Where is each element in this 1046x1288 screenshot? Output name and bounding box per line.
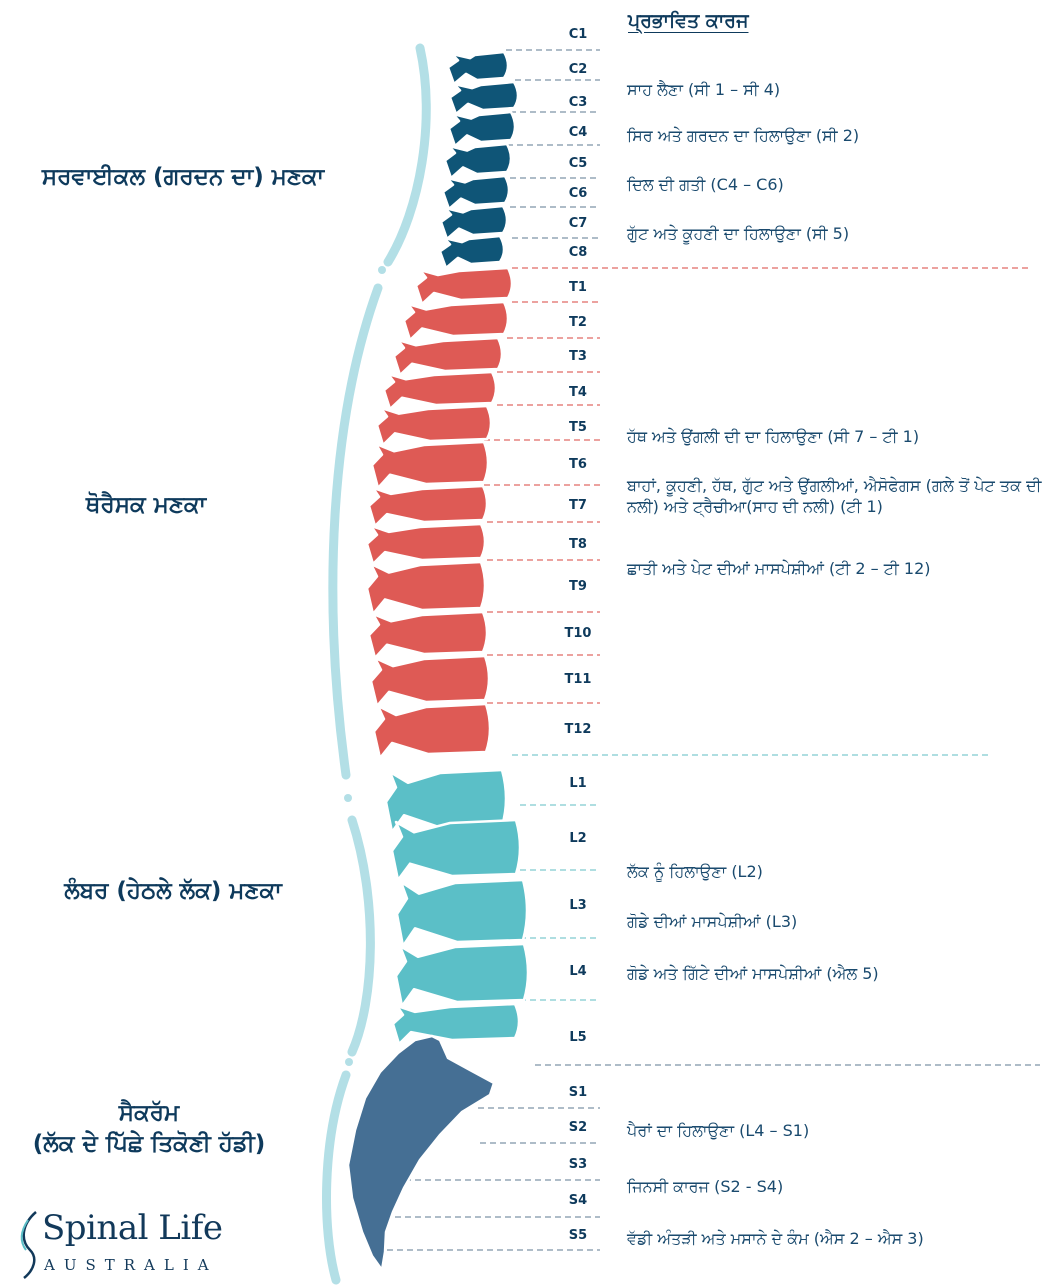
vertebra-t9 — [369, 612, 487, 658]
vertebra-t5 — [372, 442, 488, 488]
region-thoracic-label: ਥੋਰੈਸਕ ਮਣਕਾ — [56, 490, 236, 521]
region-cervical-label: ਸਰਵਾਈਕਲ (ਗਰਦਨ ਦਾ) ਮਣਕਾ — [8, 162, 358, 193]
affected-functions-heading: ਪ੍ਰਭਾਵਿਤ ਕਾਰਜ — [628, 10, 748, 32]
vertebra-l4 — [393, 1004, 519, 1044]
vertebra-c6 — [441, 206, 507, 239]
vertebra-t7 — [367, 524, 485, 564]
function-wrist-elbow: ਗੁੱਟ ਅਤੇ ਕੂਹਣੀ ਦਾ ਹਿਲਾਉਣਾ (ਸੀ 5) — [627, 224, 849, 244]
function-knee-muscles: ਗੋਡੇ ਦੀਆਂ ਮਾਸਪੇਸ਼ੀਆਂ (L3) — [627, 912, 797, 932]
vertebra-label-c4: C4 — [556, 125, 600, 140]
vertebra-label-t10: T10 — [556, 626, 600, 641]
function-back-movement: ਲੱਕ ਨੂੰ ਹਿਲਾਉਣਾ (L2) — [627, 862, 763, 882]
spinal-life-logo: Spinal Life AUSTRALIA — [14, 1208, 244, 1284]
vertebra-label-t12: T12 — [556, 722, 600, 737]
vertebra-l1 — [392, 820, 520, 880]
vertebra-label-l5: L5 — [556, 1030, 600, 1045]
function-arms-esophagus: ਬਾਹਾਂ, ਕੂਹਣੀ, ਹੱਥ, ਗੁੱਟ ਅਤੇ ਉਂਗਲੀਆਂ, ਐਸੋ… — [627, 476, 1045, 518]
function-foot-movement: ਪੈਰਾਂ ਦਾ ਹਿਲਾਉਣਾ (L4 – S1) — [627, 1121, 809, 1141]
vertebra-c8 — [416, 268, 512, 304]
vertebra-c3 — [449, 112, 515, 146]
vertebra-t3 — [384, 372, 496, 409]
vertebra-label-t3: T3 — [556, 349, 600, 364]
vertebra-label-c7: C7 — [556, 216, 600, 231]
vertebra-c4 — [445, 144, 511, 178]
vertebra-label-c6: C6 — [556, 186, 600, 201]
sacrum-title: ਸੈਕਰੱਮ — [0, 1098, 298, 1129]
vertebra-t6 — [369, 486, 487, 526]
vertebra-label-t7: T7 — [556, 498, 600, 513]
vertebra-label-l1: L1 — [556, 776, 600, 791]
vertebra-label-l3: L3 — [556, 898, 600, 913]
sacrum-subtitle: (ਲੱਕ ਦੇ ਪਿੱਛੇ ਤਿਕੋਣੀ ਹੱਡੀ) — [0, 1129, 298, 1160]
function-breathing: ਸਾਹ ਲੈਣਾ (ਸੀ 1 – ਸੀ 4) — [627, 80, 780, 100]
vertebra-label-s4: S4 — [556, 1193, 600, 1208]
vertebra-label-t9: T9 — [556, 579, 600, 594]
vertebra-t10 — [371, 656, 489, 706]
function-heart-rate: ਦਿਲ ਦੀ ਗਤੀ (C4 – C6) — [627, 175, 784, 195]
logo-subtitle: AUSTRALIA — [44, 1256, 218, 1274]
function-chest-abdomen: ਛਾਤੀ ਅਤੇ ਪੇਟ ਦੀਆਂ ਮਾਸਪੇਸ਼ੀਆਂ (ਟੀ 2 – ਟੀ … — [627, 559, 931, 579]
vertebra-label-t11: T11 — [556, 672, 600, 687]
vertebrae — [367, 52, 528, 1044]
vertebra-l3 — [396, 944, 528, 1006]
vertebra-label-s3: S3 — [556, 1157, 600, 1172]
logo-name: Spinal Life — [42, 1208, 222, 1248]
vertebra-c2 — [450, 82, 518, 114]
vertebra-label-c3: C3 — [556, 95, 600, 110]
vertebra-label-t2: T2 — [556, 315, 600, 330]
vertebra-label-c2: C2 — [556, 62, 600, 77]
vertebra-t11 — [374, 704, 490, 758]
vertebra-label-t1: T1 — [556, 280, 600, 295]
vertebra-t8 — [367, 562, 485, 614]
region-lumbar-label: ਲੰਬਰ (ਹੇਠਲੇ ਲੱਕ) ਮਣਕਾ — [18, 876, 328, 907]
vertebra-t2 — [394, 338, 502, 375]
function-knee-ankle: ਗੋਡੇ ਅਤੇ ਗਿੱਟੇ ਦੀਆਂ ਮਾਸਪੇਸ਼ੀਆਂ (ਐਲ 5) — [627, 964, 879, 984]
function-bowel-bladder: ਵੱਡੀ ਅੰਤੜੀ ਅਤੇ ਮਸਾਨੇ ਦੇ ਕੰਮ (ਐਸ 2 – ਐਸ 3… — [627, 1229, 924, 1249]
vertebra-t4 — [377, 406, 491, 445]
vertebra-label-t8: T8 — [556, 537, 600, 552]
vertebra-c7 — [440, 236, 504, 268]
vertebra-label-s1: S1 — [556, 1085, 600, 1100]
vertebra-label-l4: L4 — [556, 964, 600, 979]
vertebra-l2 — [397, 880, 527, 946]
region-sacrum-label: ਸੈਕਰੱਮ (ਲੱਕ ਦੇ ਪਿੱਛੇ ਤਿਕੋਣੀ ਹੱਡੀ) — [0, 1098, 298, 1160]
function-head-neck: ਸਿਰ ਅਤੇ ਗਰਦਨ ਦਾ ਹਿਲਾਉਣਾ (ਸੀ 2) — [627, 126, 859, 146]
vertebra-label-s2: S2 — [556, 1120, 600, 1135]
vertebra-label-t6: T6 — [556, 457, 600, 472]
vertebra-c1 — [448, 52, 508, 84]
vertebra-label-c1: C1 — [556, 27, 600, 42]
vertebra-label-c8: C8 — [556, 245, 600, 260]
vertebra-label-s5: S5 — [556, 1228, 600, 1243]
vertebra-label-t4: T4 — [556, 385, 600, 400]
vertebra-t1 — [404, 302, 508, 340]
function-hand-finger: ਹੱਥ ਅਤੇ ਉਂਗਲੀ ਦੀ ਦਾ ਹਿਲਾਉਣਾ (ਸੀ 7 – ਟੀ 1… — [627, 427, 919, 447]
logo-mark-icon — [14, 1210, 44, 1280]
vertebra-label-t5: T5 — [556, 420, 600, 435]
sacrum-bone — [348, 1036, 494, 1270]
vertebra-label-l2: L2 — [556, 831, 600, 846]
function-sexual: ਜਿਨਸੀ ਕਾਰਜ (S2 - S4) — [627, 1177, 783, 1197]
vertebra-label-c5: C5 — [556, 156, 600, 171]
vertebra-c5 — [443, 176, 509, 209]
